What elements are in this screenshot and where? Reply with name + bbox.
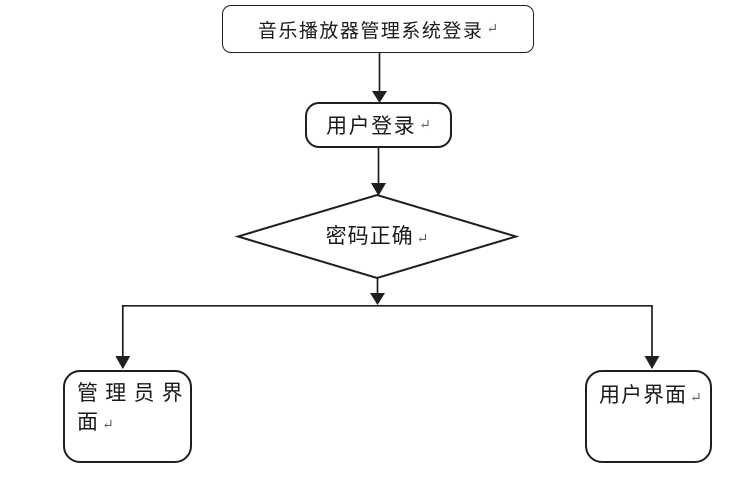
arrow-branch-to-admin-head <box>115 356 131 369</box>
paragraph-mark: ↵ <box>102 418 114 433</box>
user-interface-text: 用户界面 <box>599 383 687 407</box>
node-password-correct-label: 密码正确↵ <box>257 222 497 250</box>
node-admin-interface-line1: 管 理 员 界 <box>77 381 184 405</box>
decision-text: 密码正确 <box>325 224 414 248</box>
node-system-login-label: 音乐播放器管理系统登录 <box>257 20 484 42</box>
paragraph-mark: ↵ <box>416 232 429 247</box>
arrow-login-to-decision-head <box>371 183 386 196</box>
node-user-login: 用户登录↵ <box>305 102 452 148</box>
node-user-interface: 用户界面↵ <box>585 370 712 463</box>
paragraph-mark: ↵ <box>419 117 431 133</box>
paragraph-mark: ↵ <box>690 391 702 406</box>
arrow-decision-to-branch-head <box>370 293 385 305</box>
node-system-login: 音乐播放器管理系统登录↵ <box>222 5 534 53</box>
admin-line2-text: 面 <box>77 410 99 434</box>
paragraph-mark: ↵ <box>486 21 499 37</box>
node-user-login-label: 用户登录 <box>326 114 417 138</box>
arrow-start-to-login-head <box>372 91 387 103</box>
node-user-interface-line: 用户界面↵ <box>599 381 710 413</box>
arrow-branch-to-user-head <box>644 356 660 369</box>
node-admin-interface: 管 理 员 界 面↵ <box>63 370 192 463</box>
node-admin-interface-line2: 面↵ <box>77 408 190 440</box>
branch-connector-line <box>121 304 653 368</box>
